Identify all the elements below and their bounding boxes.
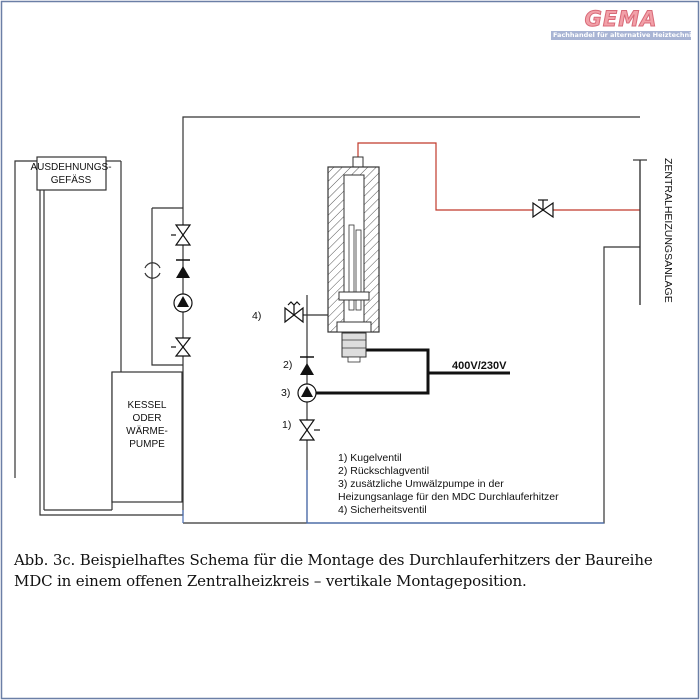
boiler-label-3: WÄRME- <box>126 425 168 437</box>
expansion-label-2: GEFÄSS <box>51 174 92 186</box>
legend-item-3-cont: Heizungsanlage für den MDC Durchlauferhi… <box>338 491 559 503</box>
boiler-pump <box>173 293 193 313</box>
heating-system-bar <box>633 159 647 305</box>
supply-line <box>357 142 640 211</box>
supply-ball-valve <box>532 199 554 219</box>
label-num-3: 3) <box>281 387 290 399</box>
boiler-ball-valve-bottom <box>171 337 192 357</box>
expansion-vessel <box>36 156 107 191</box>
safety-valve <box>284 301 304 324</box>
ball-valve-1 <box>298 419 320 441</box>
expansion-label-1: AUSDEHNUNGS- <box>30 162 111 173</box>
label-num-2: 2) <box>283 359 292 371</box>
logo-name: GEMA <box>584 7 658 31</box>
legend-item-4: 4) Sicherheitsventil <box>338 504 427 516</box>
boiler-check-valve <box>176 259 190 278</box>
gema-logo: GEMA Fachhandel für alternative Heiztech… <box>551 7 696 40</box>
boiler-box <box>111 371 183 503</box>
heating-system-label: ZENTRALHEIZUNGSANLAGE <box>662 158 674 303</box>
legend-item-2: 2) Rückschlagventil <box>338 465 429 477</box>
legend-item-3: 3) zusätzliche Umwälzpumpe in der <box>338 478 504 490</box>
installation-diagram: AUSDEHNUNGS- GEFÄSS KESSEL ODER WÄRME- P… <box>14 116 674 524</box>
boiler-bypass-valve <box>144 262 161 279</box>
boiler-label-2: ODER <box>133 413 162 424</box>
logo-tagline: Fachhandel für alternative Heiztechnik <box>551 31 696 40</box>
boiler-ball-valve-top <box>171 224 192 246</box>
return-line <box>182 470 604 524</box>
boiler-label-1: KESSEL <box>128 400 167 411</box>
circulation-pump-3 <box>297 383 317 403</box>
flow-heater <box>327 156 380 363</box>
check-valve-2 <box>300 356 314 375</box>
voltage-label: 400V/230V <box>452 360 507 372</box>
label-num-4: 4) <box>252 310 261 322</box>
boiler-label-4: PUMPE <box>129 439 165 450</box>
power-cable <box>315 348 510 395</box>
legend-item-1: 1) Kugelventil <box>338 452 402 464</box>
label-num-1: 1) <box>282 419 291 431</box>
figure-caption: Abb. 3c. Beispielhaftes Schema für die M… <box>14 551 653 590</box>
